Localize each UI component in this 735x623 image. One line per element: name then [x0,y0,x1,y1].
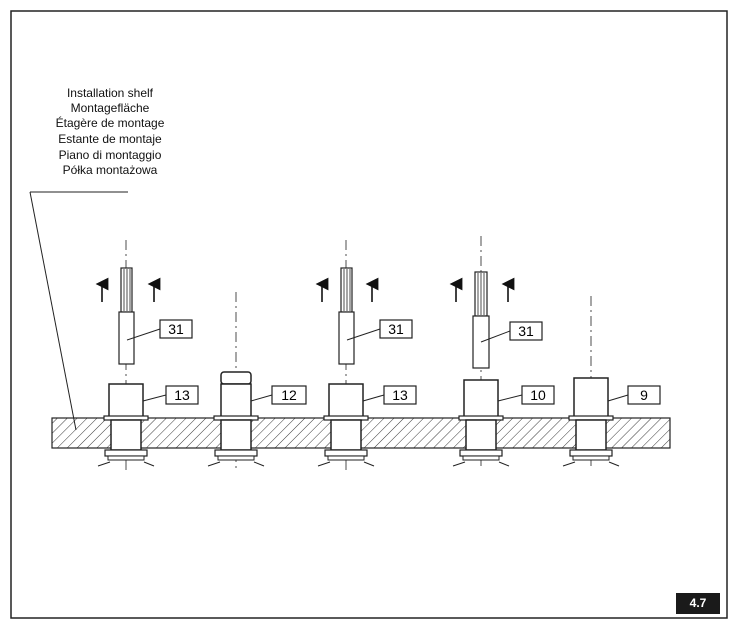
lock-nut [107,455,145,461]
lower-body [110,419,142,451]
nut [569,449,613,457]
foot-stroke [363,461,375,467]
callout-spindle-c: 31 [480,321,543,343]
callout-label: 31 [518,323,534,339]
lower-body [220,419,252,451]
foot-stroke [143,461,155,467]
callout-label: 12 [281,387,297,403]
valve-body [108,383,144,419]
callout-body-4: 10 [497,385,555,405]
foot-stroke [317,461,331,467]
callout-spindle-b: 31 [346,319,413,341]
lock-nut [217,455,255,461]
callout-body-3: 13 [362,385,417,405]
lock-nut [572,455,610,461]
nut [459,449,503,457]
callout-label: 31 [168,321,184,337]
foot-stroke [97,461,111,467]
lower-body [330,419,362,451]
valve-cap [220,371,252,385]
valve-body [573,377,609,419]
valve-body [463,379,499,419]
lower-body [575,419,607,451]
shelf-label-line-es: Estante de montaje [58,132,162,146]
assembly-5 [562,296,620,470]
nut [104,449,148,457]
foot-stroke [253,461,265,467]
diagram-border [10,10,728,619]
lower-body [465,419,497,451]
callout-label: 9 [640,387,648,403]
assembly-1 [95,240,161,470]
shelf-label-line-it: Piano di montaggio [58,148,162,162]
shelf-label-line-fr: Étagère de montage [55,116,165,130]
figure-number-badge: 4.7 [676,593,720,614]
callout-body-5: 9 [607,385,661,405]
foot-stroke [608,461,620,467]
shelf-label-line-de: Montagefläche [70,101,150,115]
callout-body-2: 12 [250,385,307,405]
callout-spindle-a: 31 [126,319,193,341]
callout-body-1: 13 [142,385,199,405]
lock-nut [462,455,500,461]
foot-stroke [562,461,576,467]
foot-stroke [207,461,221,467]
shelf-label-line-pl: Półka montażowa [62,163,158,177]
nut [324,449,368,457]
shelf-leader-line [29,191,77,431]
callout-label: 13 [174,387,190,403]
callout-label: 31 [388,321,404,337]
shelf-label-line-en: Installation shelf [66,86,154,100]
nut [214,449,258,457]
foot-stroke [452,461,466,467]
assembly-4 [449,236,515,470]
valve-body [220,383,252,419]
callout-label: 10 [530,387,546,403]
foot-stroke [498,461,510,467]
callout-label: 13 [392,387,408,403]
lock-nut [327,455,365,461]
valve-body [328,383,364,419]
